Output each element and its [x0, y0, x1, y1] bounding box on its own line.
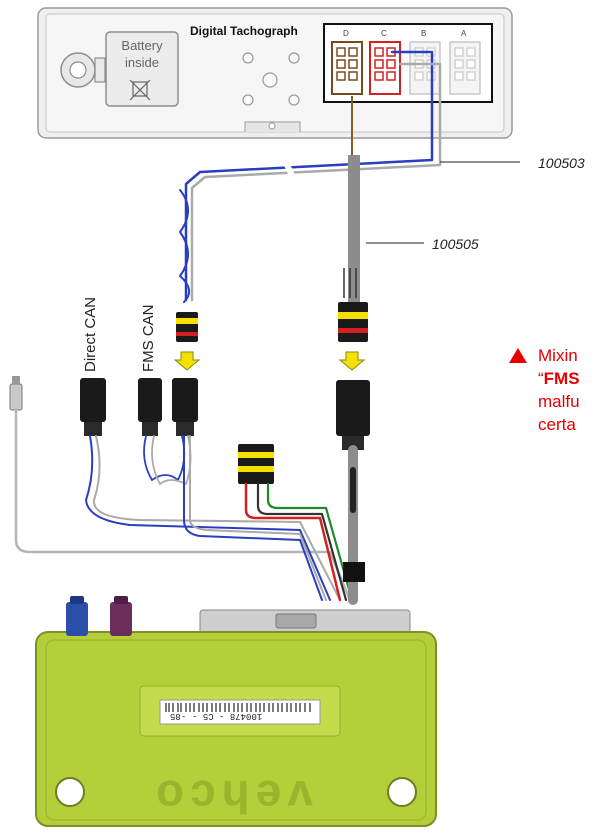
- warning-text-line4: certa: [538, 415, 576, 434]
- warning-bold-term: FMS: [543, 369, 580, 388]
- connector-letter-b: B: [421, 29, 427, 38]
- telematics-device: [35, 609, 437, 827]
- battery-label-line2: inside: [125, 55, 159, 70]
- connector-d-brown: [331, 41, 363, 95]
- arrow-down-icon: [338, 351, 366, 371]
- mount-hole-left: [55, 777, 85, 807]
- direct-can-label: Direct CAN: [82, 296, 99, 372]
- part-number-100503: 100503: [538, 155, 585, 171]
- warning-text-line2: “FMS: [538, 368, 580, 390]
- fms-can-plug-top: [176, 312, 198, 342]
- cable-100505-socket: [336, 380, 370, 450]
- device-label-suffix: -85: [170, 711, 187, 721]
- cable-100505-plug-top: [338, 302, 368, 342]
- battery-clip-icon: [60, 52, 106, 88]
- tachograph-title: Digital Tachograph: [190, 24, 298, 38]
- connector-b-grey: [409, 41, 441, 95]
- connector-letter-a: A: [461, 29, 467, 38]
- device-label-code: 100478 - C5 -: [192, 711, 263, 721]
- part-number-100505: 100505: [432, 236, 479, 252]
- cable-100505: [343, 96, 360, 305]
- fms-can-label: FMS CAN: [140, 304, 157, 373]
- recycle-bin-icon: [129, 79, 151, 101]
- connector-letter-d: D: [343, 29, 349, 38]
- antenna-port-blue: [66, 596, 88, 636]
- harness-wires: [14, 408, 358, 605]
- battery-label-line1: Battery: [121, 38, 163, 53]
- power-connector: [238, 444, 274, 484]
- fms-can-socket-1: [138, 378, 162, 436]
- fms-can-socket-2: [172, 378, 198, 436]
- mount-hole-right: [387, 777, 417, 807]
- connector-letter-c: C: [381, 29, 387, 38]
- arrow-down-icon: [173, 351, 201, 371]
- cable-tie: [343, 562, 365, 582]
- warning-text-line3: malfu: [538, 392, 580, 411]
- cable-100503: [179, 50, 442, 303]
- antenna-port-purple: [110, 596, 132, 636]
- connector-a-grey: [449, 41, 481, 95]
- direct-can-socket: [80, 378, 106, 436]
- mount-holes: [242, 52, 300, 106]
- battery-compartment: [105, 31, 179, 107]
- warning-text-line1: Mixin: [538, 346, 578, 365]
- warning-quote: “: [538, 369, 544, 388]
- connector-c-red: [369, 41, 401, 95]
- warning-icon: [509, 348, 527, 363]
- leader-lines: [366, 161, 520, 244]
- antenna-connector: [9, 376, 23, 411]
- device-brand-logo: vehco: [150, 771, 313, 823]
